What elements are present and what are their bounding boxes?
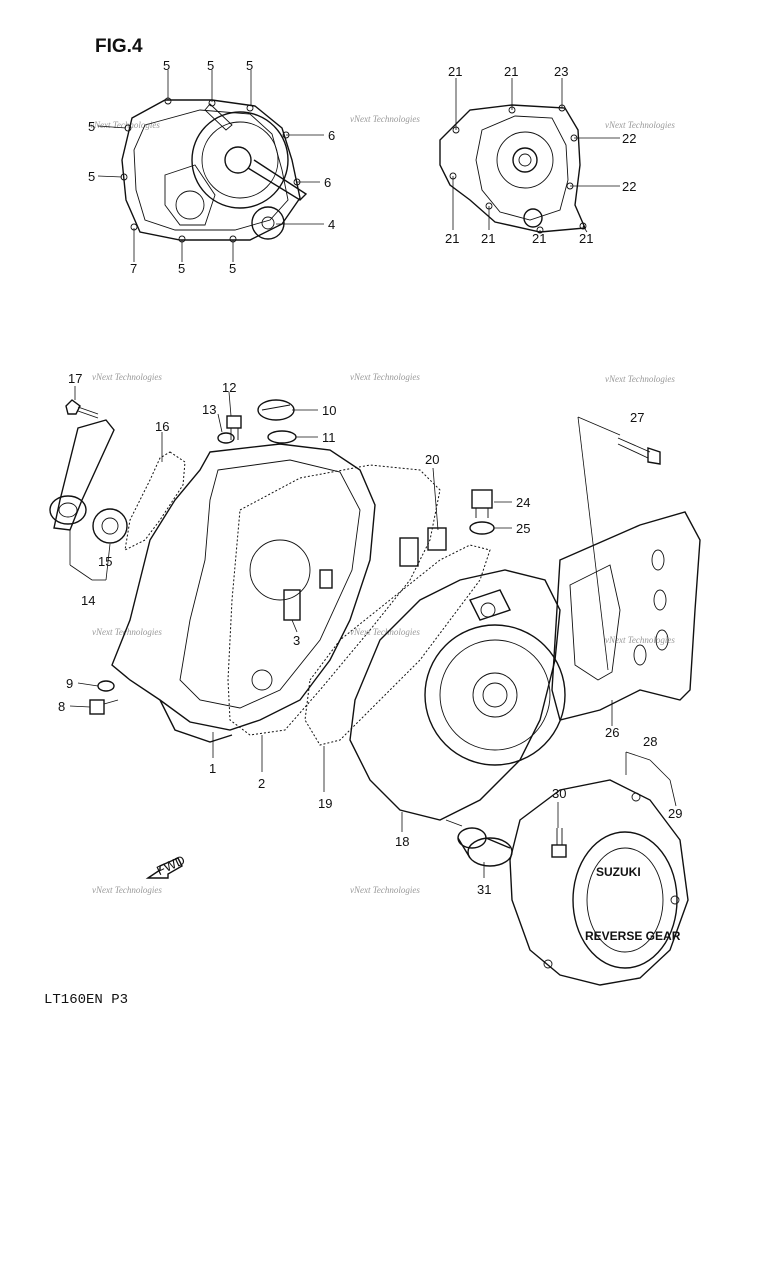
- callout-19: 19: [318, 796, 332, 811]
- callout-26: 26: [605, 725, 619, 740]
- callout-28: 28: [643, 734, 657, 749]
- callout-3: 3: [293, 633, 300, 648]
- callout-6a: 6: [328, 128, 335, 143]
- gasket-2: [227, 464, 441, 736]
- callout-21e: 21: [532, 231, 546, 246]
- bolt-12-washer-13: [217, 415, 242, 444]
- crankcase-cover-18: [349, 569, 566, 821]
- callout-5e: 5: [88, 169, 95, 184]
- callout-13: 13: [202, 402, 216, 417]
- footer-code: LT160EN P3: [44, 992, 128, 1008]
- fwd-arrow-icon: FWD: [145, 852, 187, 879]
- cap-31: [457, 827, 513, 867]
- leader-lines: [69, 70, 677, 878]
- watermark-6: vNext Technologies: [605, 374, 675, 384]
- bolt-27: [617, 437, 661, 465]
- callout-17: 17: [68, 371, 82, 386]
- watermark-5: vNext Technologies: [350, 372, 420, 382]
- plug-10-oring-11: [257, 399, 297, 444]
- callout-21f: 21: [579, 231, 593, 246]
- callout-18: 18: [395, 834, 409, 849]
- callout-15: 15: [98, 554, 112, 569]
- callout-5d: 5: [88, 119, 95, 134]
- watermark-7: vNext Technologies: [92, 627, 162, 637]
- watermark-9: vNext Technologies: [605, 635, 675, 645]
- callout-11: 11: [322, 430, 336, 445]
- callout-6b: 6: [324, 175, 331, 190]
- callout-5b: 5: [207, 58, 214, 73]
- callout-25: 25: [516, 521, 530, 536]
- callout-7: 7: [130, 261, 137, 276]
- watermark-1: vNext Technologies: [90, 120, 160, 130]
- bolt-8-washer-9: [89, 680, 119, 715]
- watermark-10: vNext Technologies: [92, 885, 162, 895]
- crankcase-1: [111, 443, 447, 743]
- watermark-11: vNext Technologies: [350, 885, 420, 895]
- callout-12: 12: [222, 380, 236, 395]
- callout-9: 9: [66, 676, 73, 691]
- magneto-cover-drawing: [439, 104, 587, 234]
- callout-21c: 21: [445, 231, 459, 246]
- gasket-19: [304, 544, 491, 746]
- callout-21d: 21: [481, 231, 495, 246]
- callout-10: 10: [322, 403, 336, 418]
- callout-4: 4: [328, 217, 335, 232]
- callout-5a: 5: [163, 58, 170, 73]
- callout-8: 8: [58, 699, 65, 714]
- callout-1: 1: [209, 761, 216, 776]
- figure-title: FIG.4: [95, 36, 143, 57]
- watermark-8: vNext Technologies: [350, 627, 420, 637]
- fwd-label: FWD: [154, 852, 187, 878]
- callout-31: 31: [477, 882, 491, 897]
- kick-arm-assembly: [49, 399, 128, 544]
- clutch-cover-drawing: [120, 97, 308, 243]
- watermark-4: vNext Technologies: [92, 372, 162, 382]
- callout-27: 27: [630, 410, 644, 425]
- callout-5c: 5: [246, 58, 253, 73]
- callout-16: 16: [155, 419, 169, 434]
- callout-14: 14: [81, 593, 95, 608]
- callout-2: 2: [258, 776, 265, 791]
- plug-24-washer-25: [469, 489, 495, 535]
- callout-22a: 22: [622, 131, 636, 146]
- watermark-2: vNext Technologies: [350, 114, 420, 124]
- watermarks: vNext Technologies vNext Technologies vN…: [90, 114, 675, 895]
- reverse-cover-28: SUZUKI REVERSE GEAR: [509, 779, 689, 986]
- callout-5f: 5: [178, 261, 185, 276]
- gasket-16: [124, 451, 186, 551]
- callouts: 5 5 5 5 6 5 6 4 7 5 5 21 21 23 22 22 21 …: [58, 58, 682, 897]
- callout-21a: 21: [448, 64, 462, 79]
- callout-29: 29: [668, 806, 682, 821]
- cover-stamp-suzuki: SUZUKI: [596, 865, 641, 879]
- callout-21b: 21: [504, 64, 518, 79]
- callout-22b: 22: [622, 179, 636, 194]
- callout-23: 23: [554, 64, 568, 79]
- callout-24: 24: [516, 495, 530, 510]
- callout-20: 20: [425, 452, 439, 467]
- guard-26: [551, 416, 701, 721]
- watermark-3: vNext Technologies: [605, 120, 675, 130]
- cover-stamp-reverse: REVERSE GEAR: [585, 929, 681, 943]
- callout-30: 30: [552, 786, 566, 801]
- callout-5g: 5: [229, 261, 236, 276]
